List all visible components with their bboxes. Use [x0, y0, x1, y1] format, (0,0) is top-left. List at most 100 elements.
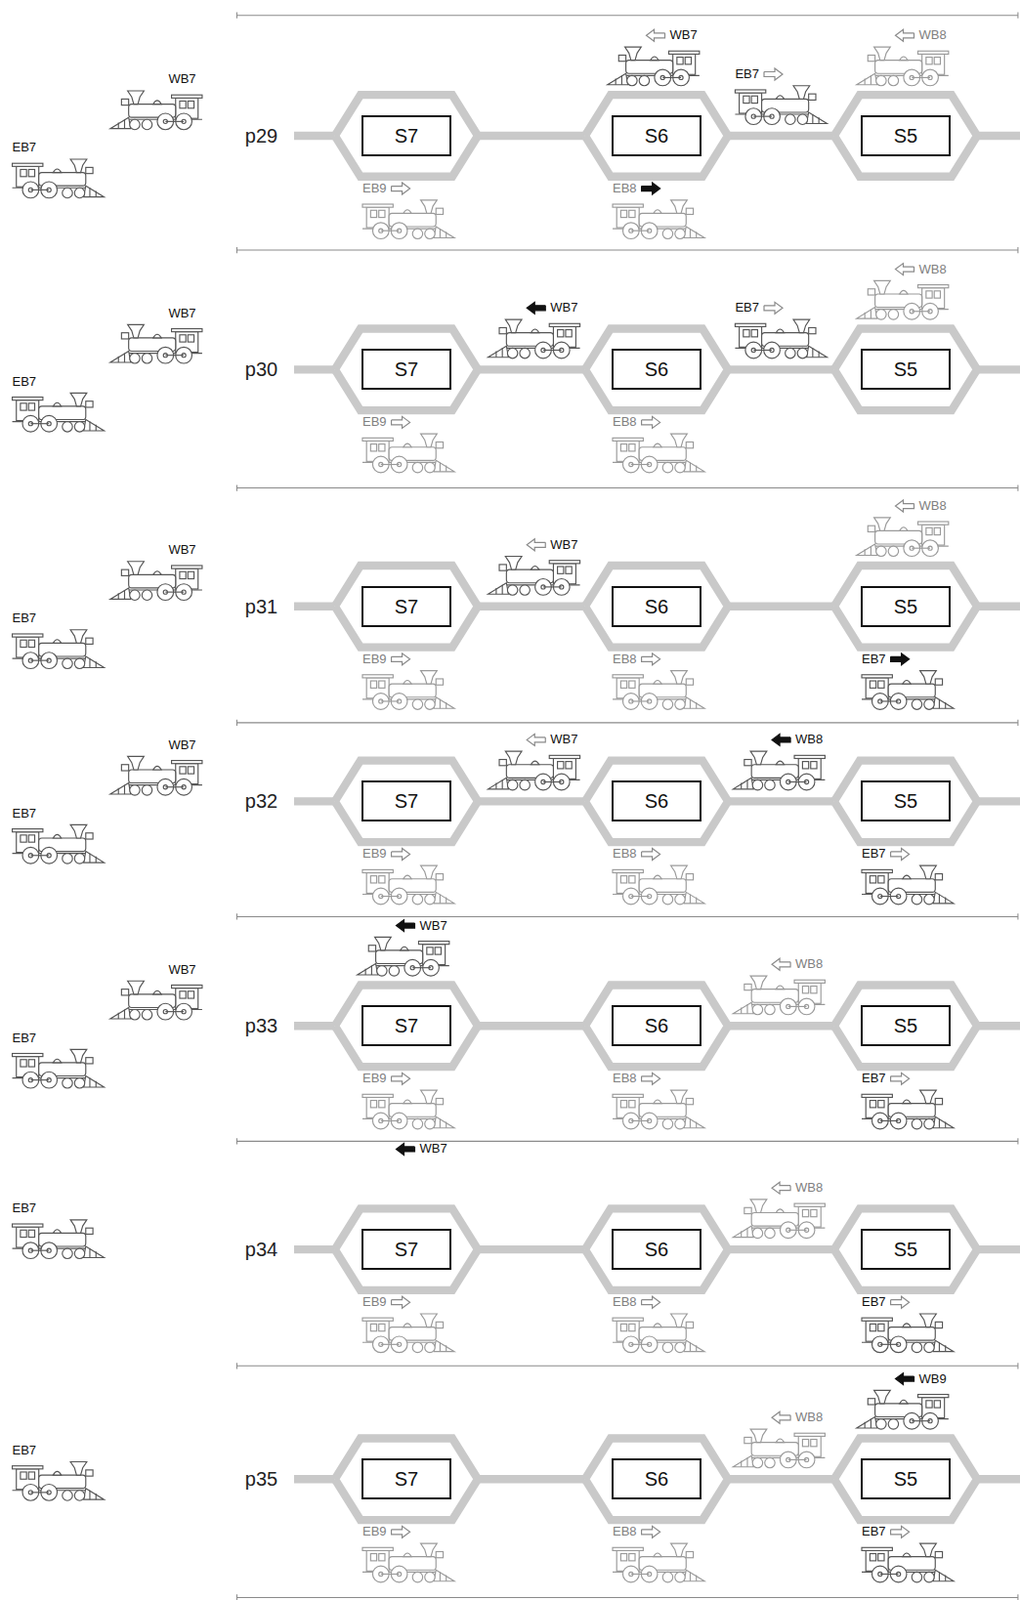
locomotive-drawing — [362, 433, 455, 473]
separator-tick — [236, 1362, 238, 1369]
train-label: EB7 — [861, 1294, 887, 1311]
direction-arrow — [895, 1373, 915, 1386]
separator-tick — [236, 720, 238, 726]
train-label: WB8 — [795, 1409, 823, 1426]
station-box: S7 — [361, 348, 452, 390]
track — [294, 329, 1020, 412]
train-label: WB8 — [795, 731, 823, 748]
train-label: WB7 — [168, 542, 196, 558]
station-name: S7 — [394, 1467, 419, 1491]
direction-arrow — [891, 653, 910, 666]
train-label: EB7 — [861, 651, 887, 668]
panel-band: p35S7S6S5 — [0, 1365, 1020, 1598]
train-label: WB7 — [419, 1141, 447, 1157]
separator-line — [236, 14, 1018, 16]
station-name: S7 — [394, 357, 419, 382]
train-label: WB7 — [168, 305, 196, 322]
panel-label: p33 — [245, 1014, 278, 1038]
direction-arrows — [391, 29, 915, 1538]
locomotive-drawing — [732, 976, 825, 1016]
track-segment — [294, 602, 336, 611]
station-name: S7 — [394, 1237, 419, 1262]
train-label: EB7 — [861, 1524, 887, 1540]
direction-arrow — [771, 1182, 791, 1194]
siding-loop — [834, 1438, 978, 1521]
station-name: S7 — [394, 789, 419, 813]
track-segment — [977, 131, 1020, 140]
track-segment — [977, 1475, 1020, 1484]
locomotive-drawing — [488, 319, 581, 359]
panel-band: p30S7S6S5 — [0, 250, 1020, 488]
siding-loop — [585, 94, 728, 177]
locomotive-drawing — [362, 1543, 455, 1583]
siding-loop — [335, 329, 478, 412]
locomotive-drawing — [861, 1090, 954, 1130]
station-name: S6 — [644, 789, 669, 813]
station-name: S7 — [394, 595, 419, 619]
direction-arrow — [641, 653, 661, 666]
siding-loop — [585, 1438, 728, 1521]
direction-arrow — [646, 29, 666, 42]
station-name: S6 — [644, 595, 669, 619]
direction-arrow — [771, 733, 791, 746]
locomotive-drawing — [12, 630, 105, 670]
separator-line — [236, 722, 1018, 723]
direction-arrow — [391, 1296, 411, 1309]
station-name: S6 — [644, 1467, 669, 1491]
panel-label: p31 — [245, 595, 278, 619]
locomotive-drawing — [362, 1314, 455, 1354]
train-label: EB7 — [12, 1200, 38, 1217]
locomotive-drawing — [488, 556, 581, 596]
locomotive-drawing — [856, 46, 949, 86]
train-label: EB8 — [612, 1070, 638, 1087]
station-box: S6 — [611, 780, 702, 822]
station-box: S7 — [361, 1005, 452, 1047]
train-label: EB9 — [362, 651, 387, 668]
separator-tick — [1017, 720, 1019, 726]
locomotive-drawing — [110, 324, 203, 364]
station-box: S5 — [860, 1458, 951, 1500]
panel-label: p34 — [245, 1237, 278, 1262]
station-box: S7 — [361, 780, 452, 822]
siding-loop — [335, 565, 478, 648]
locomotive-drawing — [12, 392, 105, 432]
direction-arrow — [526, 301, 546, 314]
train-label: EB8 — [612, 1294, 638, 1311]
track — [294, 1438, 1020, 1521]
panel-band: p32S7S6S5 — [0, 722, 1020, 918]
train-label: EB7 — [734, 299, 760, 316]
direction-arrow — [641, 1526, 661, 1538]
locomotive-drawing — [362, 1090, 455, 1130]
locomotive-drawing — [861, 1314, 954, 1354]
track-segment — [294, 1245, 336, 1254]
track-segment — [727, 1245, 835, 1254]
train-label: WB8 — [919, 498, 947, 514]
train-label: EB8 — [612, 414, 638, 430]
direction-arrow — [641, 416, 661, 428]
direction-arrow — [891, 1526, 910, 1538]
track-segment — [727, 1021, 835, 1030]
separator-tick — [1017, 484, 1019, 491]
track-segment — [727, 131, 835, 140]
separator-line — [236, 916, 1018, 918]
locomotive-drawing — [732, 1199, 825, 1239]
train-label: EB8 — [612, 180, 638, 197]
siding-loop — [834, 94, 978, 177]
locomotive-drawing — [612, 433, 705, 473]
track-segment — [294, 1021, 336, 1030]
station-name: S6 — [644, 1237, 669, 1262]
station-name: S5 — [893, 789, 918, 813]
direction-arrow — [391, 1072, 411, 1085]
train-label: WB8 — [919, 261, 947, 278]
locomotive-drawing — [734, 85, 827, 126]
direction-arrow — [391, 416, 411, 428]
station-name: S5 — [893, 124, 918, 148]
train-label: WB7 — [168, 962, 196, 978]
station-box: S6 — [611, 586, 702, 628]
train-label: EB9 — [362, 1070, 387, 1087]
direction-arrow — [641, 1296, 661, 1309]
siding-loop — [585, 984, 728, 1067]
panel-label: p30 — [245, 357, 278, 382]
locomotive-drawing — [12, 824, 105, 864]
track — [294, 94, 1020, 177]
